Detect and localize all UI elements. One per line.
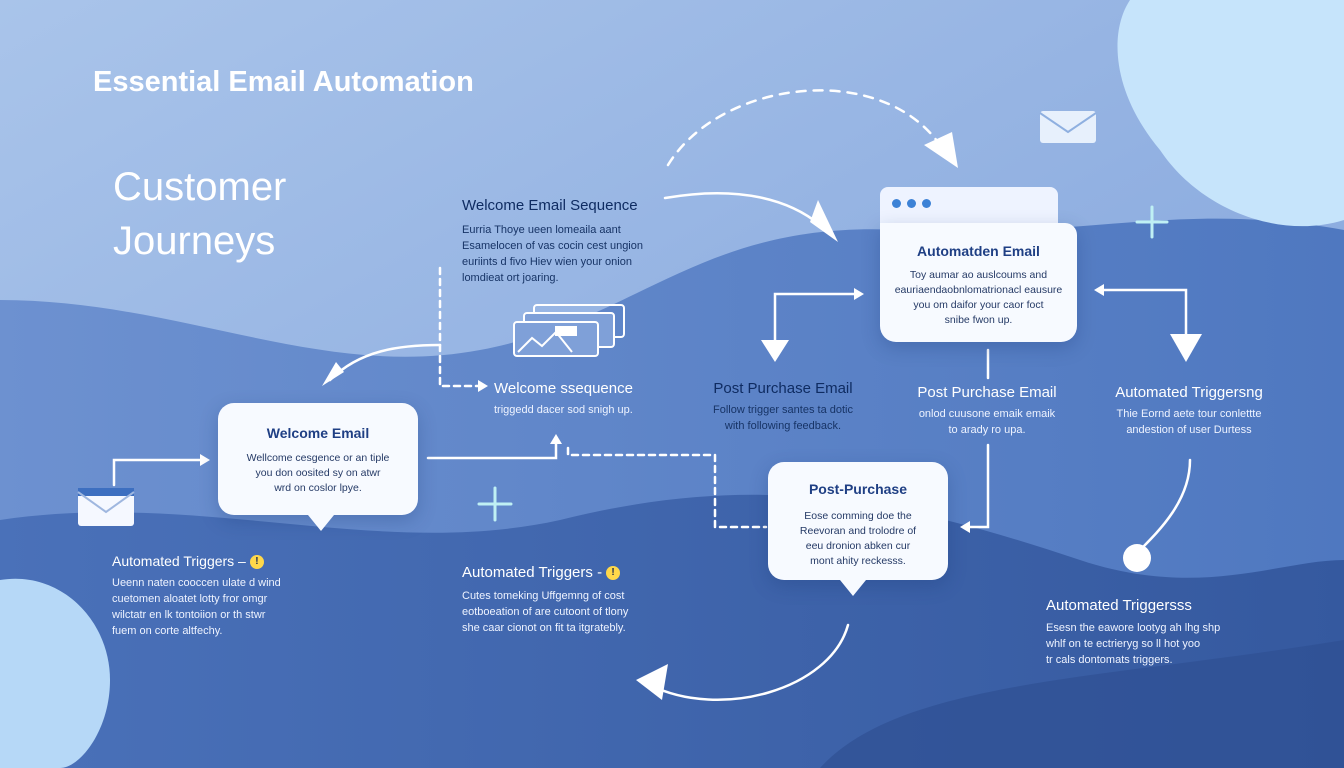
card-tail (308, 515, 334, 531)
desc-line: fuem on corte altfechy. (112, 625, 223, 637)
section-title-line: Customer (113, 165, 287, 209)
desc-line: mont ahity reckesss. (810, 555, 906, 567)
desc-line: Reevoran and trolodre of (799, 525, 917, 537)
desc-line: Ueenn naten cooccen ulate d wind (112, 577, 281, 589)
desc-line: Eose comming doe the (804, 510, 912, 522)
label-text: Automated Triggers – (112, 553, 246, 569)
label-description: Ueenn naten cooccen ulate d wind cuetome… (112, 575, 312, 639)
desc-line: Wellcome cesgence or an tiple (246, 452, 390, 464)
browser-window-icon (880, 187, 1058, 223)
welcome-sequence-label: Welcome ssequence triggedd dacer sod sni… (494, 380, 664, 418)
label-description: onlod cuusone emaik emaik to arady ro up… (902, 406, 1072, 438)
post-purchase-email-right: Post Purchase Email onlod cuusone emaik … (902, 384, 1072, 438)
arrow-icon (854, 288, 864, 300)
arrow-icon (1170, 334, 1202, 362)
automated-triggering-label: Automated Triggersng Thie Eornd aete tou… (1098, 384, 1280, 438)
label-text: Automated Triggers - (462, 564, 603, 581)
desc-line: Cutes tomeking Uffgemng of cost (462, 590, 625, 602)
welcome-email-card[interactable]: Welcome Email Wellcome cesgence or an ti… (218, 403, 418, 515)
desc-line: andestion of user Durtess (1126, 424, 1252, 436)
desc-line: eeu dronion abken cur (805, 540, 911, 552)
desc-line: eotboeation of are cutoont of tlony (462, 606, 629, 618)
window-dot (907, 199, 916, 208)
arrow-icon (550, 434, 562, 444)
desc-line: onlod cuusone emaik emaik (918, 408, 1056, 420)
desc-line: lomdieat ort joaring. (462, 272, 559, 284)
label-title: Automated Triggers -! (462, 564, 672, 581)
label-description: Cutes tomeking Uffgemng of cost eotboeat… (462, 588, 672, 636)
section-title: Customer Journeys (113, 160, 286, 268)
arrow-icon (478, 380, 488, 392)
card-title: Post-Purchase (808, 481, 908, 497)
label-title: Welcome ssequence (494, 380, 633, 397)
label-description: Thie Eornd aete tour conlettte andestion… (1098, 406, 1280, 438)
label-title: Automated Triggersng (1115, 384, 1263, 401)
welcome-sequence-note: Welcome Email Sequence Eurria Thoye ueen… (462, 197, 672, 286)
label-description: Follow trigger santes ta dotic with foll… (698, 402, 868, 434)
label-title: Post Purchase Email (917, 384, 1057, 401)
note-description: Eurria Thoye ueen lomeaila aant Esameloc… (462, 222, 672, 286)
automated-triggers-left: Automated Triggers –! Ueenn naten coocce… (112, 553, 312, 639)
arrow-icon (810, 200, 838, 242)
label-description: Esesn the eawore lootyg ah lhg shp whlf … (1046, 620, 1246, 668)
card-tail (840, 580, 866, 596)
desc-line: snibe fwon up. (944, 314, 1013, 326)
automated-email-card[interactable]: Automatden Email Toy aumar ao auslcoums … (880, 223, 1077, 342)
desc-line: eauriaendaobnlomatrionacl eausure (894, 284, 1063, 296)
desc-line: you don oosited sy on atwr (255, 467, 381, 479)
post-purchase-card[interactable]: Post-Purchase Eose comming doe the Reevo… (768, 462, 948, 580)
desc-line: Esamelocen of vas cocin cest ungion (462, 240, 643, 252)
automated-triggers-mid: Automated Triggers -! Cutes tomeking Uff… (462, 564, 672, 636)
image-stack-icon (513, 304, 625, 357)
desc-line: you om daifor your caor foct (913, 299, 1044, 311)
desc-line: she caar cionot on fit ta itgratebly. (462, 622, 626, 634)
desc-line: cuetomen aloatet lotty fror omgr (112, 593, 268, 605)
arrow-icon (960, 521, 970, 533)
label-description: triggedd dacer sod snigh up. (494, 404, 633, 416)
desc-line: to arady ro upa. (948, 424, 1026, 436)
note-title: Welcome Email Sequence (462, 197, 638, 214)
card-description: Wellcome cesgence or an tiple you don oo… (232, 451, 404, 496)
envelope-icon (1039, 111, 1097, 143)
arrow-icon (924, 132, 958, 168)
desc-line: whlf on te ectrieryg so ll hot yoo (1046, 638, 1201, 650)
desc-line: with following feedback. (724, 420, 842, 432)
desc-line: Eurria Thoye ueen lomeaila aant (462, 224, 621, 236)
arrow-icon (761, 340, 789, 362)
post-purchase-email-left: Post Purchase Email Follow trigger sante… (698, 380, 868, 434)
desc-line: Follow trigger santes ta dotic (712, 404, 853, 416)
arrow-icon (636, 664, 668, 700)
envelope-icon (77, 488, 135, 526)
plus-icon (1135, 205, 1169, 239)
desc-line: euriints d fivo Hiev wien your onion (462, 256, 632, 268)
card-description: Toy aumar ao auslcoums and eauriaendaobn… (894, 268, 1063, 328)
node-dot (1123, 544, 1151, 572)
desc-line: tr cals dontomats triggers. (1046, 654, 1173, 666)
card-title: Welcome Email (266, 425, 370, 441)
alert-badge-icon: ! (606, 566, 621, 580)
label-title: Automated Triggersss (1046, 597, 1192, 614)
arrow-icon (200, 454, 210, 466)
desc-line: wilctatr en lk tontoiion or th stwr (112, 609, 266, 621)
card-description: Eose comming doe the Reevoran and trolod… (782, 509, 934, 569)
desc-line: Toy aumar ao auslcoums and (909, 269, 1048, 281)
window-dot (892, 199, 901, 208)
card-title: Automatden Email (917, 243, 1040, 259)
alert-badge-icon: ! (249, 555, 264, 569)
arrow-icon (1094, 284, 1104, 296)
label-title: Post Purchase Email (713, 380, 853, 397)
page-title: Essential Email Automation (93, 66, 474, 98)
label-title: Automated Triggers –! (112, 553, 312, 569)
desc-line: wrd on coslor lpye. (274, 482, 362, 494)
desc-line: Esesn the eawore lootyg ah lhg shp (1046, 622, 1221, 634)
arrow-icon (322, 362, 344, 386)
window-dot (922, 199, 931, 208)
plus-icon (477, 486, 513, 522)
section-title-line: Journeys (113, 219, 276, 263)
automated-triggers-right: Automated Triggersss Esesn the eawore lo… (1046, 597, 1246, 668)
desc-line: Thie Eornd aete tour conlettte (1116, 408, 1262, 420)
